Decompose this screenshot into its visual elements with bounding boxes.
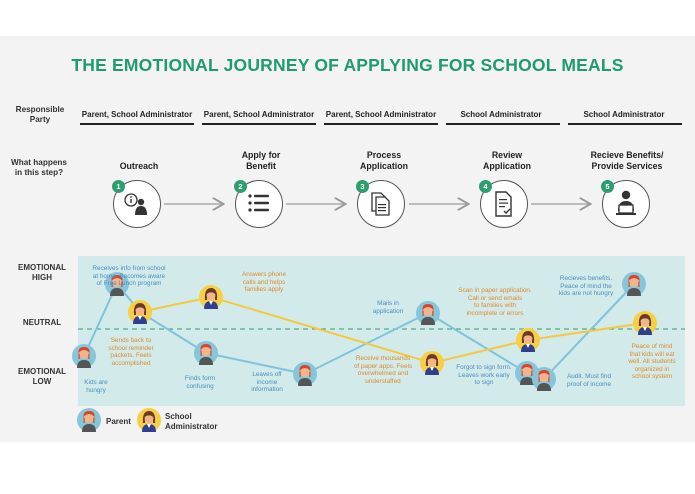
legend-parent-avatar	[77, 408, 101, 432]
annotation-line: Audit. Must find	[560, 373, 618, 381]
annotation-parent-receives-info: Receives info from school at home. Becom…	[82, 265, 176, 288]
admin-point-scan-in	[516, 328, 540, 352]
parent-point-audit	[532, 367, 556, 391]
annotation-line: packets. Feels	[98, 352, 164, 360]
annotation-line: Recieves benefits.	[552, 275, 620, 283]
annotation-line: school reminder	[98, 345, 164, 353]
legend-parent-label: Parent	[106, 417, 131, 427]
annotation-line: understaffed	[345, 378, 421, 386]
annotation-line: accomplished	[98, 360, 164, 368]
legend-admin-label: School Administrator	[165, 412, 217, 432]
annotation-admin-peace-of-mind: Peace of mind that kids will eat well. A…	[620, 343, 684, 381]
annotation-line: Kids are	[74, 379, 118, 387]
annotation-parent-forgot-sign: Forgot to sign form. Leaves work early t…	[448, 364, 520, 387]
annotation-line: Receives info from school	[82, 265, 176, 273]
annotation-line: of Free Lunch program	[82, 280, 176, 288]
annotation-line: Leaves off	[240, 371, 294, 379]
parent-point-mails-in	[416, 301, 440, 325]
annotation-line: incomplete or errors	[450, 310, 540, 318]
annotation-line: Finds form	[172, 375, 228, 383]
annotation-line: confusing	[172, 383, 228, 391]
annotation-line: of paper apps. Feels	[345, 363, 421, 371]
annotation-line: Peace of mind	[620, 343, 684, 351]
annotation-parent-receives-benefits: Recieves benefits. Peace of mind the kid…	[552, 275, 620, 298]
annotation-line: to sign	[448, 379, 520, 387]
annotation-line: Leaves work early	[448, 372, 520, 380]
legend-admin-line2: Administrator	[165, 422, 217, 432]
annotation-parent-finds-form: Finds form confusing	[172, 375, 228, 390]
parent-point-kids-hungry	[72, 344, 96, 368]
parent-point-leaves-off-income	[293, 362, 317, 386]
admin-point-sends-back	[128, 300, 152, 324]
annotation-admin-sends-back: Sends back to school reminder packets. F…	[98, 337, 164, 367]
legend-admin-line1: School	[165, 412, 217, 422]
admin-point-peace-of-mind	[633, 311, 657, 335]
annotation-line: well. All students	[620, 358, 684, 366]
admin-point-receives-thousands	[420, 351, 444, 375]
annotation-admin-receives-thousands: Receive thousands of paper apps. Feels o…	[345, 355, 421, 385]
annotation-line: Peace of mind the	[552, 283, 620, 291]
annotation-line: at home. Becomes aware	[82, 273, 176, 281]
annotation-line: application	[360, 308, 416, 316]
parent-point-receives-benefits	[622, 272, 646, 296]
annotation-line: Forgot to sign form.	[448, 364, 520, 372]
annotation-line: proof of income	[560, 381, 618, 389]
annotation-line: hungry	[74, 387, 118, 395]
annotation-line: that kids will eat	[620, 351, 684, 359]
annotation-line: Call or send emails	[450, 295, 540, 303]
annotation-line: kids are not hungry	[552, 290, 620, 298]
annotation-line: Sends back to	[98, 337, 164, 345]
annotation-line: families apply	[232, 286, 296, 294]
legend-admin-avatar	[137, 408, 161, 432]
annotation-line: Mails in	[360, 300, 416, 308]
annotation-line: to families with	[450, 302, 540, 310]
annotation-line: calls and helps	[232, 279, 296, 287]
admin-point-answers-calls	[199, 285, 223, 309]
annotation-line: Answers phone	[232, 271, 296, 279]
annotation-admin-answers-calls: Answers phone calls and helps families a…	[232, 271, 296, 294]
annotation-line: Receive thousands	[345, 355, 421, 363]
parent-point-finds-form-confusing	[194, 341, 218, 365]
annotation-admin-audit: Audit. Must find proof of income	[560, 373, 618, 388]
annotation-line: overwhelmed and	[345, 370, 421, 378]
annotation-line: school system	[620, 373, 684, 381]
annotation-line: organized in	[620, 366, 684, 374]
annotation-parent-mails-in: Mails in application	[360, 300, 416, 315]
annotation-parent-leaves-off: Leaves off income information	[240, 371, 294, 394]
annotation-line: information	[240, 386, 294, 394]
annotation-line: Scan in paper application.	[450, 287, 540, 295]
annotation-admin-scan-in: Scan in paper application. Call or send …	[450, 287, 540, 317]
annotation-line: income	[240, 379, 294, 387]
annotation-parent-kids-hungry: Kids are hungry	[74, 379, 118, 394]
